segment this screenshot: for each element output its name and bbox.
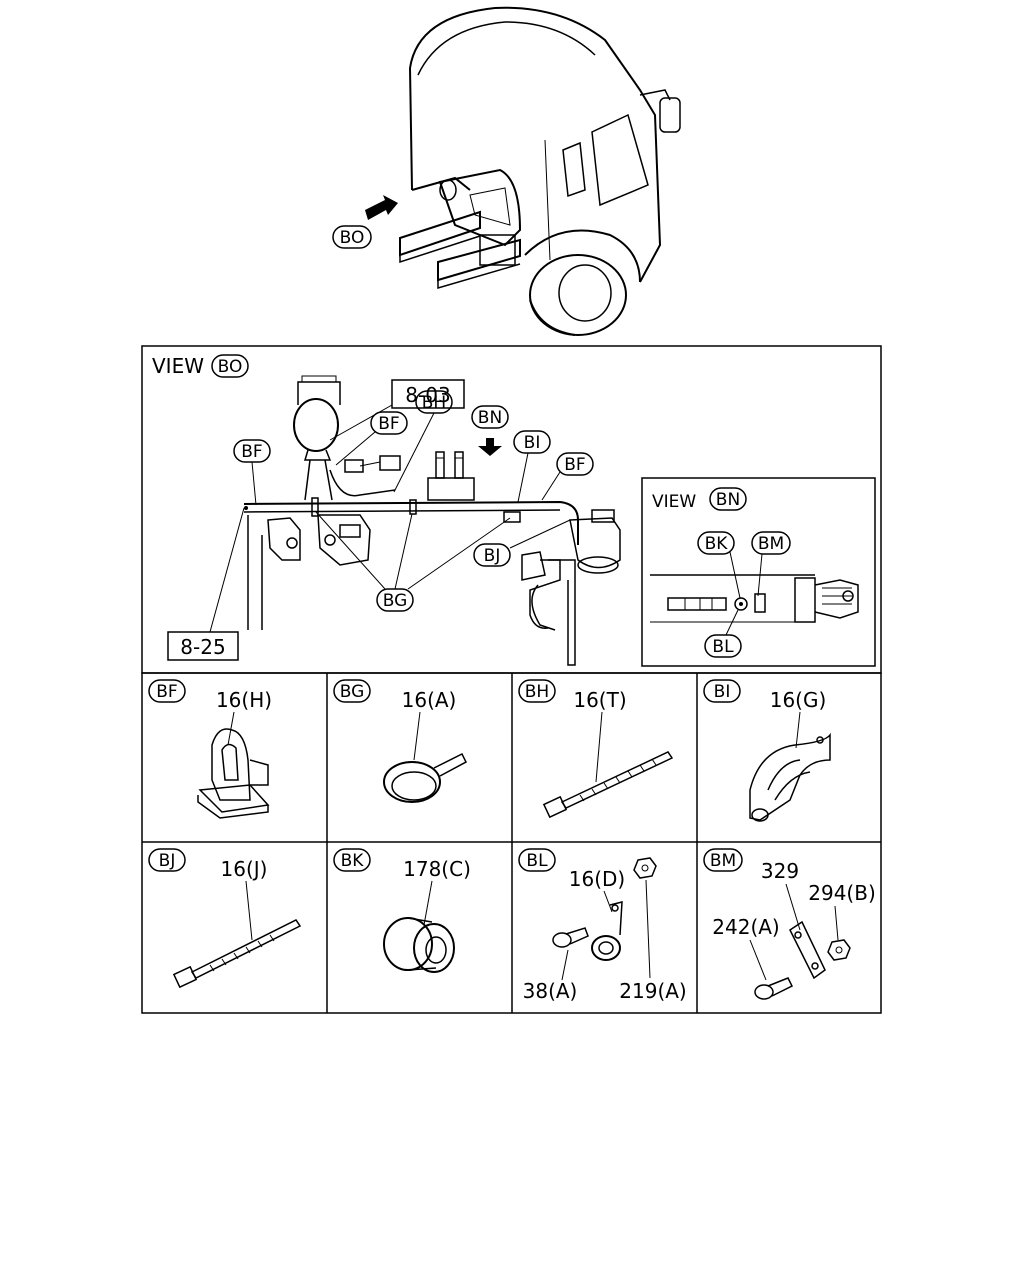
svg-text:BI: BI [714,682,731,702]
callout-bk: BK [697,531,741,599]
svg-text:16(H): 16(H) [216,688,272,712]
svg-text:BO: BO [218,357,243,377]
svg-text:VIEW: VIEW [152,354,204,378]
bolt-242a-icon [754,977,794,1000]
clip-16h-icon [197,728,270,819]
svg-text:BL: BL [712,637,734,657]
svg-text:16(T): 16(T) [573,688,626,712]
part-cell-bj: BJ 16(J) [148,848,302,989]
svg-text:16(D): 16(D) [569,867,625,891]
cable-tie-16t-icon [542,751,674,819]
svg-text:329: 329 [761,859,799,883]
callout-bm: BM [751,531,791,597]
svg-text:BN: BN [478,408,502,428]
callout-bi: BI [513,430,551,503]
svg-text:294(B): 294(B) [808,881,876,905]
clip-16g-icon [749,732,831,822]
callout-bf-right: BF [541,452,594,501]
part-cell-bi: BI 16(G) [703,679,831,822]
svg-text:16(J): 16(J) [221,857,268,881]
svg-text:BF: BF [378,414,399,434]
svg-text:BH: BH [525,682,549,702]
svg-text:BF: BF [564,455,585,475]
svg-text:VIEW: VIEW [652,492,696,512]
callout-bo-overview: BO [332,225,372,249]
parts-grid [141,672,882,1014]
main-view-title: VIEW BO [152,354,249,378]
svg-text:BN: BN [716,490,740,510]
band-clamp-16a-icon [383,752,467,803]
truck-overview [365,6,681,336]
svg-text:BH: BH [422,393,446,413]
nut-294b-icon [827,939,851,961]
main-view-frame [141,345,882,674]
ref-box-8-03: 8-03 [329,379,465,441]
callout-bf-left: BF [233,439,271,506]
part-cell-bh: BH 16(T) [518,679,674,819]
callout-bj: BJ [473,519,571,567]
callout-bn: BN [471,405,509,429]
svg-text:BK: BK [705,534,729,554]
svg-text:BF: BF [241,442,262,462]
callout-bh: BH [393,390,453,493]
callout-bg: BG [315,511,511,612]
callout-bl: BL [704,609,742,658]
svg-text:BI: BI [524,433,541,453]
svg-text:242(A): 242(A) [712,915,779,939]
svg-text:219(A): 219(A) [619,979,686,1003]
callout-bf-mid: BF [335,411,408,466]
part-cell-bl: BL 16(D) 38(A) 219(A) [518,848,687,1003]
bracket-329-icon [789,920,826,980]
part-cell-bf: BF 16(H) [148,679,272,819]
part-cell-bk: BK 178(C) [333,848,471,973]
svg-text:BJ: BJ [484,546,501,566]
detail-drawing [650,574,859,623]
svg-text:BM: BM [758,534,784,554]
svg-text:8-03: 8-03 [405,383,450,407]
svg-text:BJ: BJ [159,851,176,871]
svg-text:BL: BL [526,851,548,871]
svg-text:8-25: 8-25 [180,635,225,659]
clamp-16d-icon [591,901,623,961]
ref-box-8-25: 8-25 [167,507,245,661]
detail-view-frame [641,477,876,667]
grommet-178c-icon [383,917,455,973]
svg-text:BK: BK [341,851,365,871]
nut-219a-icon [633,857,657,879]
svg-text:BF: BF [156,682,177,702]
svg-text:38(A): 38(A) [523,979,578,1003]
svg-text:BG: BG [383,591,408,611]
detail-view-title: VIEW BN [652,487,747,512]
harness-assembly [243,375,621,666]
part-cell-bm: BM 329 294(B) 242(A) [703,848,876,1000]
part-cell-bg: BG 16(A) [333,679,467,803]
svg-text:BM: BM [710,851,736,871]
bolt-38a-icon [552,927,589,948]
cable-tie-16j-icon [172,919,302,989]
svg-text:BO: BO [340,228,365,248]
svg-text:16(G): 16(G) [770,688,827,712]
svg-text:178(C): 178(C) [403,857,471,881]
svg-text:16(A): 16(A) [402,688,457,712]
svg-text:BG: BG [340,682,365,702]
